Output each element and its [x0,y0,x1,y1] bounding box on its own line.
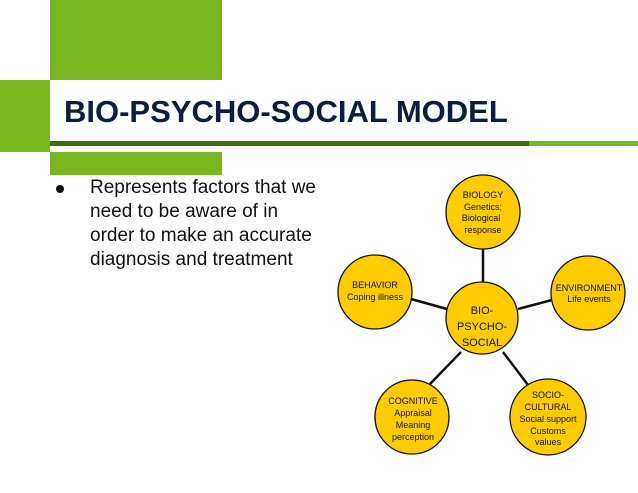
bullet-dot-icon [56,185,64,193]
cognitive-label-3: perception [392,432,434,442]
center-label-0: BIO- [471,305,494,317]
biology-label-1: Genetics; [464,202,502,212]
center-label-2: SOCIAL [462,337,502,349]
node-cognitive [374,379,450,455]
node-socio-cultural [509,378,587,456]
title-band [50,80,638,152]
title-underline-rule [50,141,529,146]
node-center [445,281,519,355]
title-rule-green-tail [529,141,638,146]
slide-title: BIO-PSYCHO-SOCIAL MODEL [64,94,508,129]
socio-cultural-label-3: Customs [530,426,566,436]
cognitive-label-2: Meaning [396,420,431,430]
node-behavior [337,254,413,330]
connector-socio-cultural [502,351,529,386]
bullet-item: Represents factors that we need to be aw… [40,176,340,272]
biology-label-3: response [464,225,501,235]
environment-label-0: ENVIRONMENT [556,283,623,293]
behavior-label-0: BEHAVIOR [352,280,398,290]
node-biology [445,174,521,250]
cognitive-label-1: Appraisal [394,408,432,418]
node-environment [550,255,626,331]
socio-cultural-label-0: SOCIO- [532,390,564,400]
biology-label-2: Biological [462,213,501,223]
socio-cultural-label-2: Social support [519,414,577,424]
environment-label-1: Life events [567,294,611,304]
center-label-1: PSYCHO- [457,321,507,333]
bullet-text: Represents factors that we need to be aw… [90,177,316,270]
cognitive-label-0: COGNITIVE [388,396,438,406]
bullet-list: Represents factors that we need to be aw… [40,176,340,272]
behavior-label-1: Coping illness [347,292,404,302]
socio-cultural-label-4: values [535,437,562,447]
biology-label-0: BIOLOGY [463,190,504,200]
connector-cognitive [429,351,462,385]
connector-environment [517,298,553,311]
connector-behavior [410,297,448,311]
socio-cultural-label-1: CULTURAL [525,402,572,412]
